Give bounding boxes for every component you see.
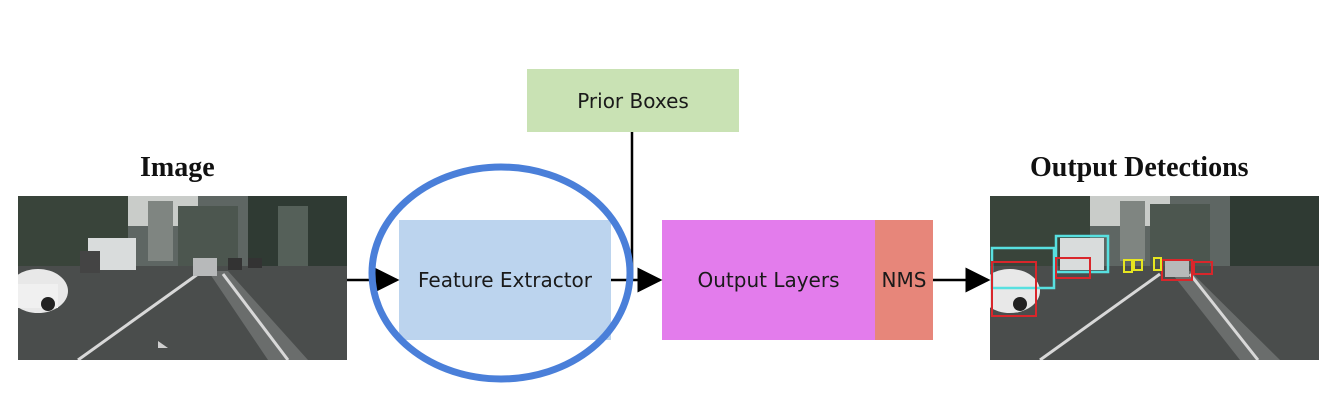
detection-box-yellow <box>1153 257 1162 271</box>
output-layers-block: Output Layers <box>662 220 875 340</box>
feature-extractor-block: Feature Extractor <box>399 220 611 340</box>
detection-box-red <box>1055 257 1091 279</box>
input-street-image <box>18 196 347 360</box>
prior-boxes-label: Prior Boxes <box>577 88 689 113</box>
output-detections-image <box>990 196 1319 360</box>
detection-box-yellow <box>1123 259 1133 273</box>
detection-box-yellow <box>1133 259 1143 271</box>
feature-extractor-highlight-ellipse <box>368 163 634 383</box>
detection-box-red <box>1193 261 1213 275</box>
nms-label: NMS <box>881 268 927 292</box>
input-image-title: Image <box>140 152 215 183</box>
prior-boxes-block: Prior Boxes <box>527 69 739 132</box>
nms-block: NMS <box>875 220 933 340</box>
detection-box-red <box>991 261 1037 317</box>
output-detections-title: Output Detections <box>1030 152 1249 183</box>
feature-extractor-label: Feature Extractor <box>417 268 593 292</box>
detection-box-cyan <box>1054 234 1110 274</box>
output-layers-label: Output Layers <box>697 268 840 292</box>
